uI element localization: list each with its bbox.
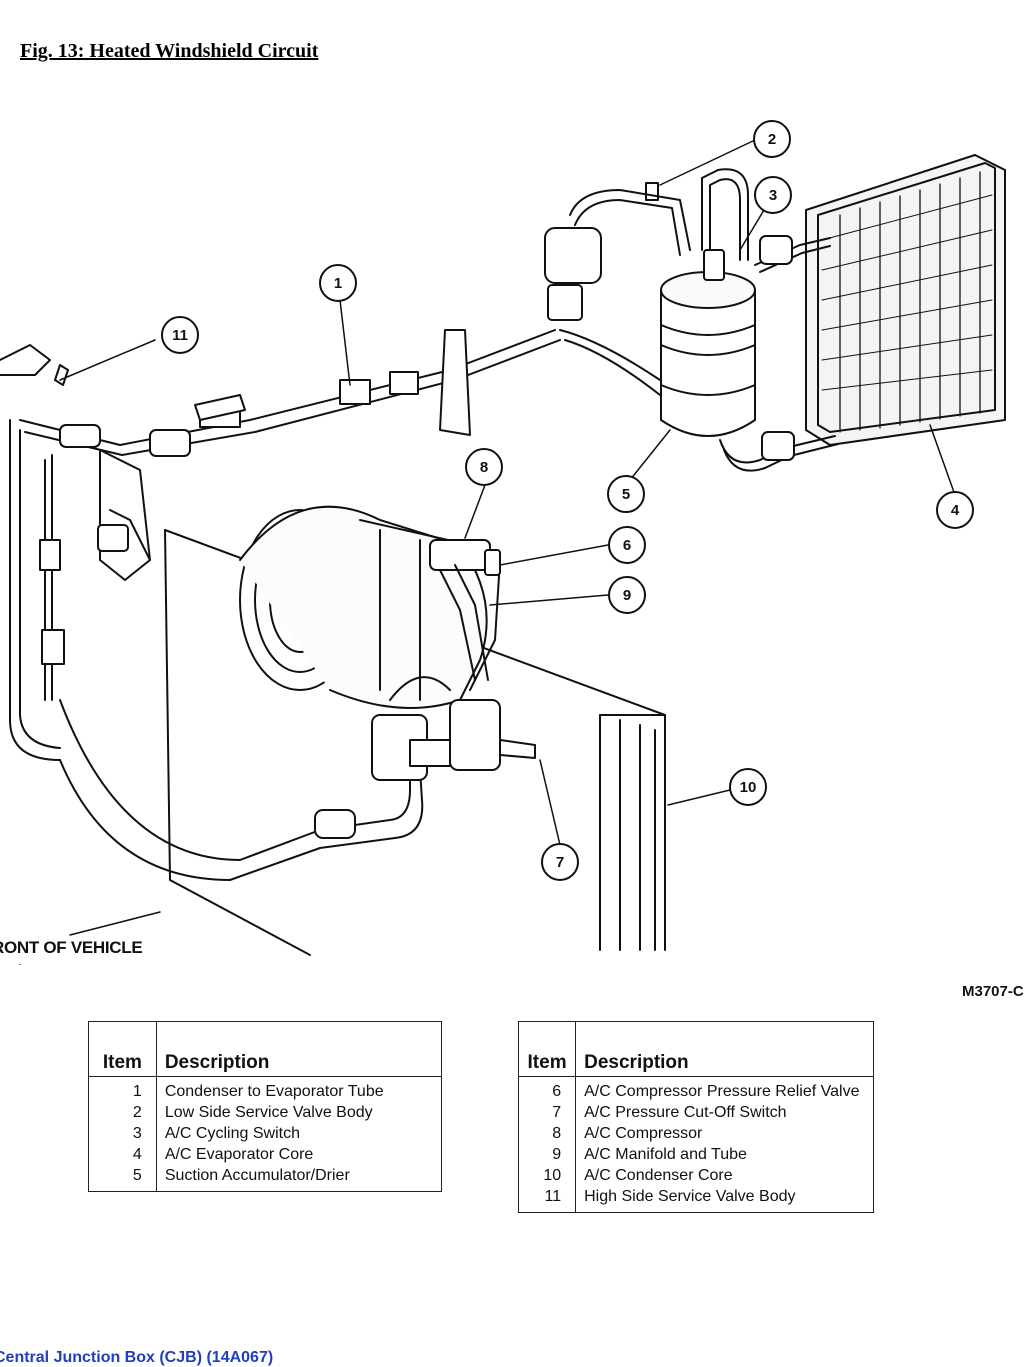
table-row: 9 A/C Manifold and Tube	[518, 1144, 874, 1165]
item-number: 1	[88, 1076, 157, 1102]
item-number: 10	[518, 1165, 577, 1186]
callout-10: 10	[729, 768, 767, 806]
ac-system-diagram: 1 2 3 4 5 6 7 8 9 10 11	[0, 120, 1006, 965]
figure-reference-code: M3707-C	[962, 983, 1024, 1000]
table-row: 5 Suction Accumulator/Drier	[88, 1165, 442, 1192]
item-number: 2	[88, 1102, 157, 1123]
callout-5: 5	[607, 475, 645, 513]
condenser-evaporator-tube-drawing	[19, 329, 661, 457]
svg-text:7: 7	[556, 854, 564, 871]
table-header-row: Item Description	[518, 1021, 874, 1077]
table-row: 2 Low Side Service Valve Body	[88, 1102, 442, 1123]
callout-7: 7	[541, 843, 579, 881]
item-description: Suction Accumulator/Drier	[164, 1167, 350, 1184]
header-item: Item	[518, 1021, 577, 1077]
table-row: 10 A/C Condenser Core	[518, 1165, 874, 1186]
svg-text:2: 2	[768, 131, 776, 148]
item-description: A/C Manifold and Tube	[584, 1146, 747, 1163]
callout-11: 11	[161, 316, 199, 354]
compressor-drawing	[239, 505, 536, 781]
item-number: 8	[518, 1123, 577, 1144]
front-of-vehicle-label: RONT OF VEHICLE	[0, 938, 143, 957]
next-section-link[interactable]: Central Junction Box (CJB) (14A067)	[0, 1349, 274, 1366]
item-description: A/C Pressure Cut-Off Switch	[584, 1104, 787, 1121]
callout-3: 3	[754, 176, 792, 214]
item-description: A/C Compressor Pressure Relief Valve	[584, 1083, 860, 1100]
header-description: Description	[575, 1021, 874, 1077]
table-header-row: Item Description	[88, 1021, 442, 1077]
item-description: High Side Service Valve Body	[584, 1188, 796, 1205]
callout-8: 8	[465, 448, 503, 486]
evaporator-core-drawing	[805, 154, 1006, 446]
table-row: 6 A/C Compressor Pressure Relief Valve	[518, 1076, 874, 1102]
svg-text:6: 6	[623, 537, 631, 554]
item-description: A/C Evaporator Core	[164, 1146, 314, 1163]
svg-text:9: 9	[623, 587, 631, 604]
table-row: 3 A/C Cycling Switch	[88, 1123, 442, 1144]
legend-table-left: Item Description 1 Condenser to Evaporat…	[88, 1021, 442, 1192]
callout-6: 6	[608, 526, 646, 564]
svg-text:10: 10	[740, 779, 757, 796]
callout-1: 1	[319, 264, 357, 302]
table-row: 1 Condenser to Evaporator Tube	[88, 1076, 442, 1102]
svg-text:1: 1	[334, 275, 342, 292]
table-row: 4 A/C Evaporator Core	[88, 1144, 442, 1165]
figure-title: Fig. 13: Heated Windshield Circuit	[20, 40, 319, 62]
item-description: A/C Condenser Core	[584, 1167, 733, 1184]
item-number: 11	[518, 1186, 577, 1213]
item-description: A/C Compressor	[584, 1125, 703, 1142]
svg-text:11: 11	[172, 327, 188, 344]
lower-hose-drawing	[59, 509, 424, 881]
callout-markers: 1 2 3 4 5 6 7 8 9 10 11	[161, 120, 974, 881]
item-description: A/C Cycling Switch	[164, 1125, 300, 1142]
svg-text:5: 5	[622, 486, 630, 503]
header-item: Item	[88, 1021, 157, 1077]
table-row: 7 A/C Pressure Cut-Off Switch	[518, 1102, 874, 1123]
header-description: Description	[156, 1021, 442, 1077]
svg-text:4: 4	[951, 502, 960, 519]
item-number: 6	[518, 1076, 577, 1102]
item-number: 9	[518, 1144, 577, 1165]
item-description: Condenser to Evaporator Tube	[164, 1083, 384, 1100]
item-number: 5	[88, 1165, 157, 1192]
svg-text:3: 3	[769, 187, 777, 204]
item-number: 3	[88, 1123, 157, 1144]
table-row: 8 A/C Compressor	[518, 1123, 874, 1144]
svg-text:8: 8	[480, 459, 488, 476]
item-number: 7	[518, 1102, 577, 1123]
legend-table-right: Item Description 6 A/C Compressor Pressu…	[518, 1021, 874, 1213]
left-lines-drawing	[0, 344, 151, 761]
item-number: 4	[88, 1144, 157, 1165]
suction-tubes-drawing	[544, 168, 839, 472]
item-description: Low Side Service Valve Body	[164, 1104, 373, 1121]
callout-4: 4	[936, 491, 974, 529]
callout-9: 9	[608, 576, 646, 614]
table-row: 11 High Side Service Valve Body	[518, 1186, 874, 1213]
callout-2: 2	[753, 120, 791, 158]
accumulator-drawing	[660, 249, 756, 437]
